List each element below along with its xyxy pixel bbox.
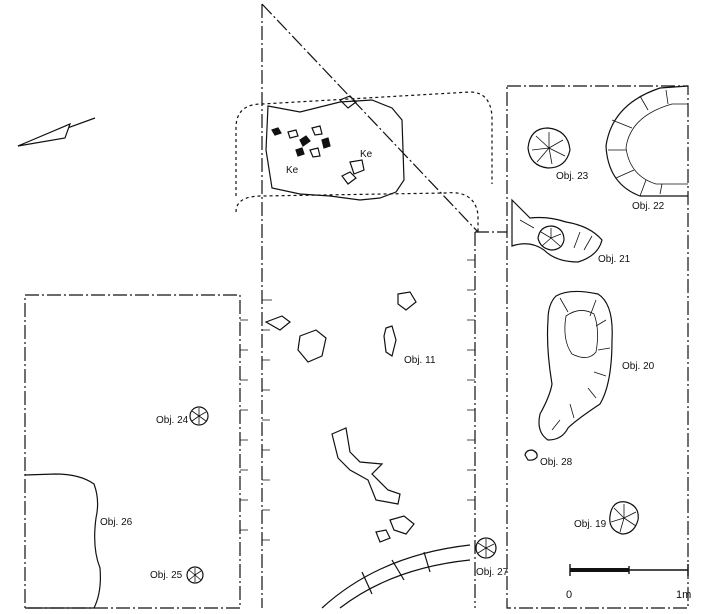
obj-21-feature [511,198,603,263]
projected-outlines [235,91,493,232]
obj-28-feature [524,449,538,461]
label-obj-27: Obj. 27 [476,567,509,578]
trench-wall-hatching [240,259,475,541]
scale-bar [569,564,689,576]
label-obj-23: Obj. 23 [556,171,589,182]
label-ke-2: Ke [360,149,373,160]
label-obj-26: Obj. 26 [100,517,133,528]
obj-19-feature [609,501,639,535]
label-ke-1: Ke [286,165,299,176]
obj-25-feature [186,566,204,584]
obj-27-feature [475,537,497,559]
label-obj-22: Obj. 22 [632,201,665,212]
label-obj-20: Obj. 20 [622,361,655,372]
label-obj-19: Obj. 19 [574,519,607,530]
obj-23-feature [527,127,571,169]
label-obj-25: Obj. 25 [150,570,183,581]
upper-trench-fill [265,95,405,201]
obj-22-feature [605,85,689,197]
label-obj-28: Obj. 28 [540,457,573,468]
scale-bar-end-label: 1m [676,589,692,601]
north-arrow-icon [17,117,96,147]
stones-obj-11 [264,291,417,543]
scale-bar-start-label: 0 [566,589,573,601]
paving-curve [321,544,471,609]
obj-20-feature [538,290,613,441]
obj-24-feature [189,406,209,426]
label-obj-21: Obj. 21 [598,254,631,265]
obj-26-feature [24,473,101,609]
label-obj-11: Obj. 11 [404,355,436,366]
label-obj-24: Obj. 24 [156,415,189,426]
trench-boundaries [24,3,689,609]
